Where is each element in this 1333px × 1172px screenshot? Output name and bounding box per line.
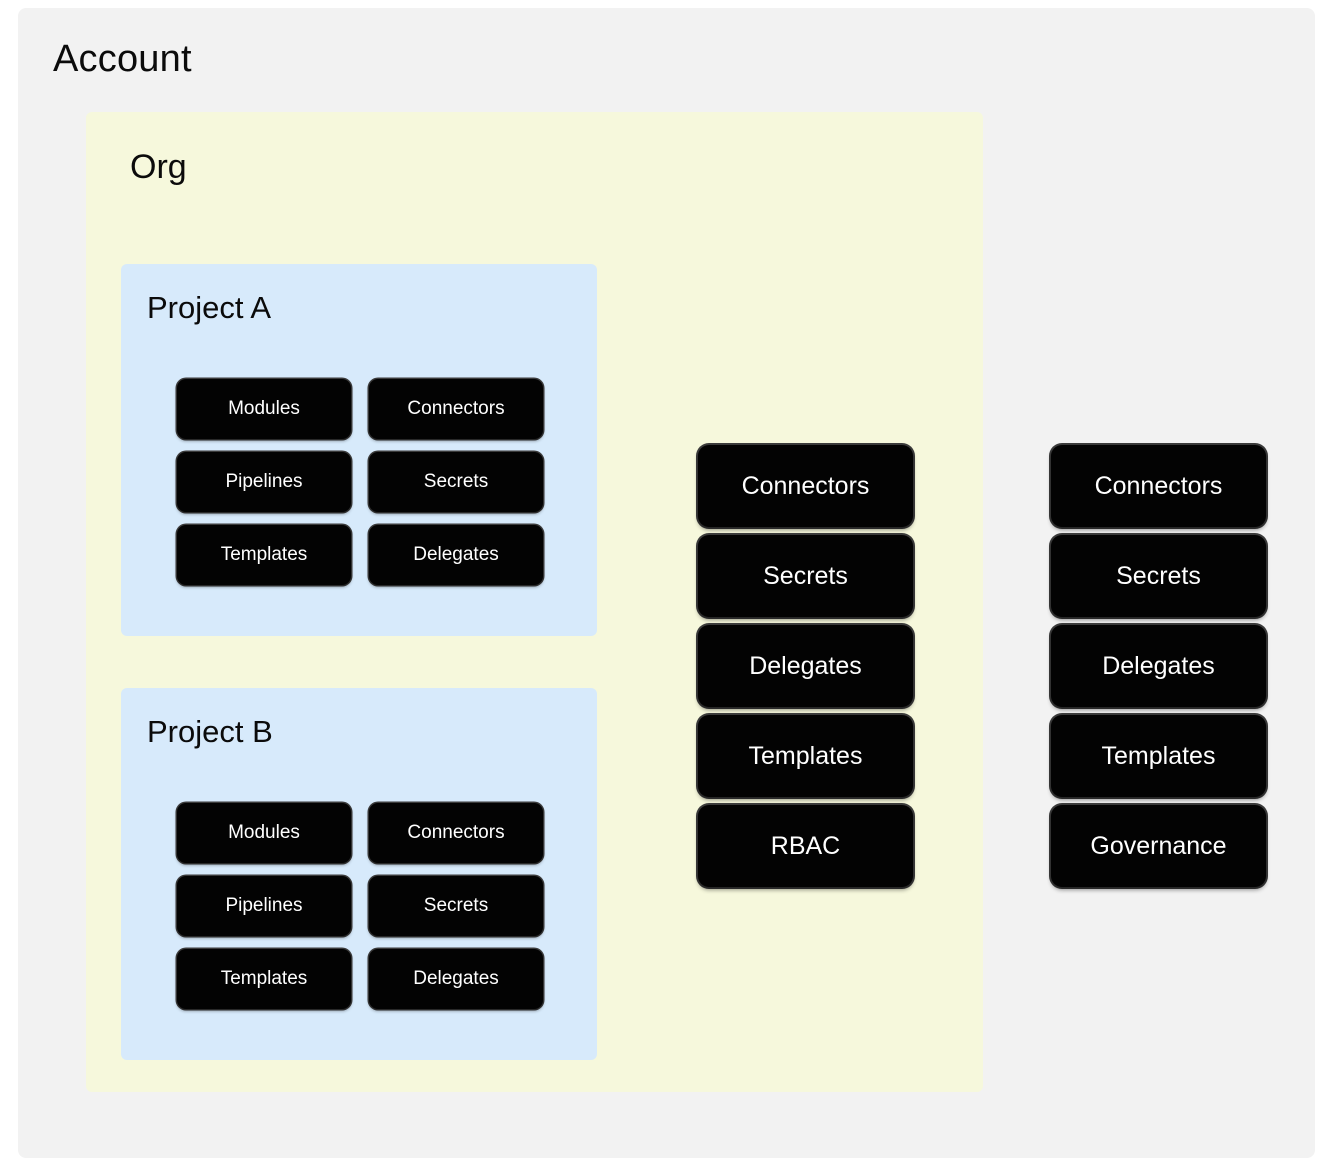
- org-resource-chip[interactable]: Connectors: [698, 445, 913, 527]
- org-resource-column: Connectors Secrets Delegates Templates R…: [698, 445, 913, 887]
- account-resource-chip[interactable]: Secrets: [1051, 535, 1266, 617]
- org-resource-chip[interactable]: Delegates: [698, 625, 913, 707]
- account-resource-chip[interactable]: Delegates: [1051, 625, 1266, 707]
- account-resource-chip[interactable]: Governance: [1051, 805, 1266, 887]
- project-resource-chip[interactable]: Modules: [177, 379, 351, 439]
- account-resource-chip[interactable]: Connectors: [1051, 445, 1266, 527]
- project-resource-grid-b: Modules Connectors Pipelines Secrets Tem…: [177, 803, 543, 1009]
- project-resource-chip[interactable]: Pipelines: [177, 452, 351, 512]
- project-resource-chip[interactable]: Secrets: [369, 876, 543, 936]
- project-resource-chip[interactable]: Pipelines: [177, 876, 351, 936]
- org-resource-chip[interactable]: Templates: [698, 715, 913, 797]
- account-title: Account: [53, 38, 192, 80]
- account-resource-column: Connectors Secrets Delegates Templates G…: [1051, 445, 1266, 887]
- project-resource-chip[interactable]: Delegates: [369, 525, 543, 585]
- project-title-a: Project A: [147, 290, 272, 325]
- org-title: Org: [130, 148, 187, 186]
- project-resource-chip[interactable]: Modules: [177, 803, 351, 863]
- project-title-b: Project B: [147, 714, 273, 749]
- org-resource-chip[interactable]: Secrets: [698, 535, 913, 617]
- project-resource-grid-a: Modules Connectors Pipelines Secrets Tem…: [177, 379, 543, 585]
- project-resource-chip[interactable]: Templates: [177, 525, 351, 585]
- project-panel-a: Project A Modules Connectors Pipelines S…: [121, 264, 597, 636]
- project-panel-b: Project B Modules Connectors Pipelines S…: [121, 688, 597, 1060]
- project-resource-chip[interactable]: Secrets: [369, 452, 543, 512]
- org-resource-chip[interactable]: RBAC: [698, 805, 913, 887]
- account-resource-chip[interactable]: Templates: [1051, 715, 1266, 797]
- project-resource-chip[interactable]: Connectors: [369, 379, 543, 439]
- project-resource-chip[interactable]: Connectors: [369, 803, 543, 863]
- project-resource-chip[interactable]: Delegates: [369, 949, 543, 1009]
- account-scope-panel: Account Org Project A Modules Connectors…: [18, 8, 1315, 1158]
- project-resource-chip[interactable]: Templates: [177, 949, 351, 1009]
